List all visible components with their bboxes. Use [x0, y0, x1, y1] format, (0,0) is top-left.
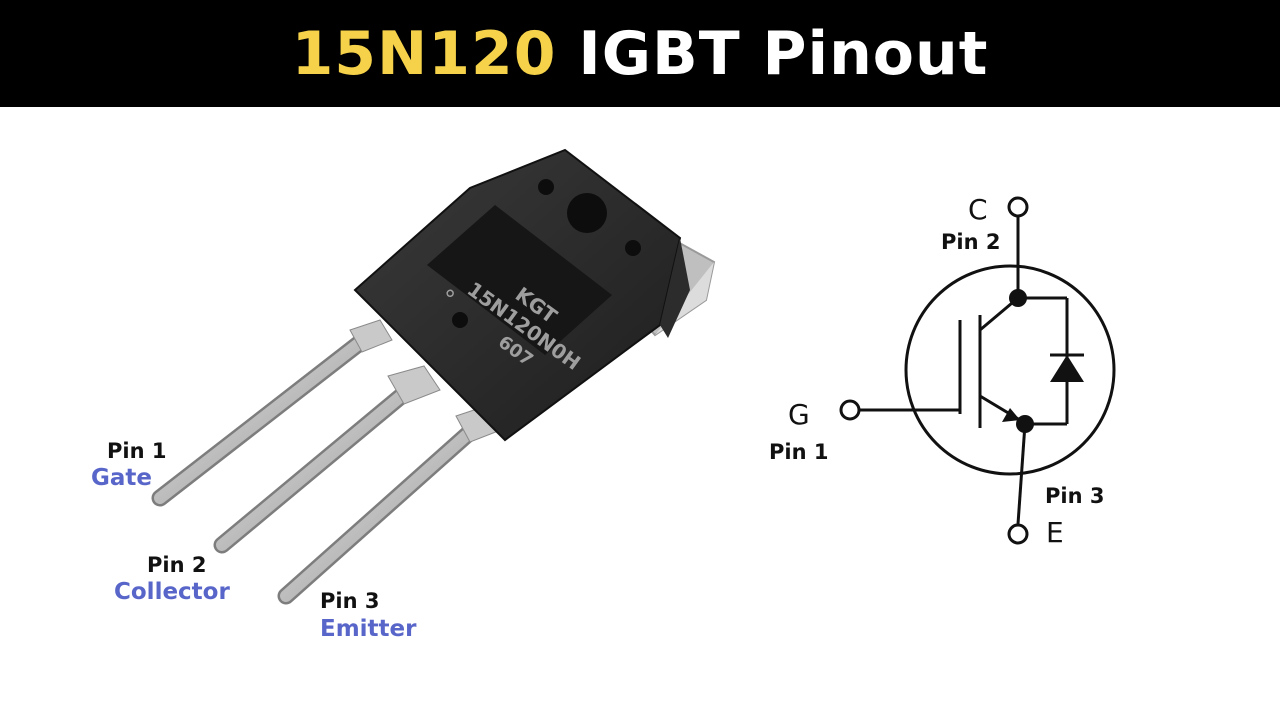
marking-panel	[427, 205, 612, 355]
emitter-lead	[1016, 423, 1027, 525]
package-body-side	[660, 238, 690, 338]
symbol-envelope	[904, 264, 1116, 476]
title-rest: IGBT Pinout	[556, 18, 989, 89]
mounting-hole-small-3	[452, 312, 468, 328]
emitter-junction-dot	[1016, 415, 1034, 433]
symbol-pin-1-label: Pin 1	[769, 440, 828, 464]
lead-1-highlight	[154, 332, 372, 504]
emitter-arrow	[1002, 408, 1020, 422]
title-bar: 15N120 IGBT Pinout	[0, 0, 1280, 107]
collector-junction-dot	[1009, 289, 1027, 307]
symbol-pin-2-label: Pin 2	[941, 230, 1000, 254]
lead-2-highlight	[216, 381, 418, 551]
emitter-letter: E	[1046, 516, 1064, 549]
igbt-schematic-symbol: C G E Pin 2 Pin 1 Pin 3	[769, 193, 1116, 549]
package-pin-3-name: Emitter	[320, 616, 417, 642]
package-pin-2-name: Collector	[114, 579, 230, 605]
package-pin-1-number: Pin 1	[107, 439, 167, 463]
lead-1-shoulder	[349, 319, 393, 353]
title-part-number: 15N120	[291, 18, 557, 89]
pin-leads	[151, 329, 487, 605]
gate-letter: G	[788, 398, 810, 431]
marking-dot	[446, 289, 454, 298]
mounting-hole-small-2	[625, 240, 641, 256]
page-title: 15N120 IGBT Pinout	[292, 19, 989, 89]
emitter-terminal	[1007, 523, 1029, 545]
mounting-hole-small-1	[538, 179, 554, 195]
mounting-hole-large	[567, 193, 607, 233]
diode-triangle	[1050, 355, 1084, 382]
to247-package-illustration: KGT 15N120N0H 607	[151, 148, 716, 605]
package-pin-1-name: Gate	[91, 465, 152, 491]
package-pin-2-number: Pin 2	[147, 553, 207, 577]
gate-terminal	[839, 399, 861, 421]
collector-letter: C	[968, 193, 988, 226]
package-pin-3-number: Pin 3	[320, 589, 380, 613]
collector-terminal	[1007, 196, 1029, 218]
lead-2-shoulder	[387, 365, 441, 405]
symbol-pin-3-label: Pin 3	[1045, 484, 1104, 508]
metal-tab-edge	[655, 262, 714, 335]
lead-3-highlight	[280, 419, 484, 602]
